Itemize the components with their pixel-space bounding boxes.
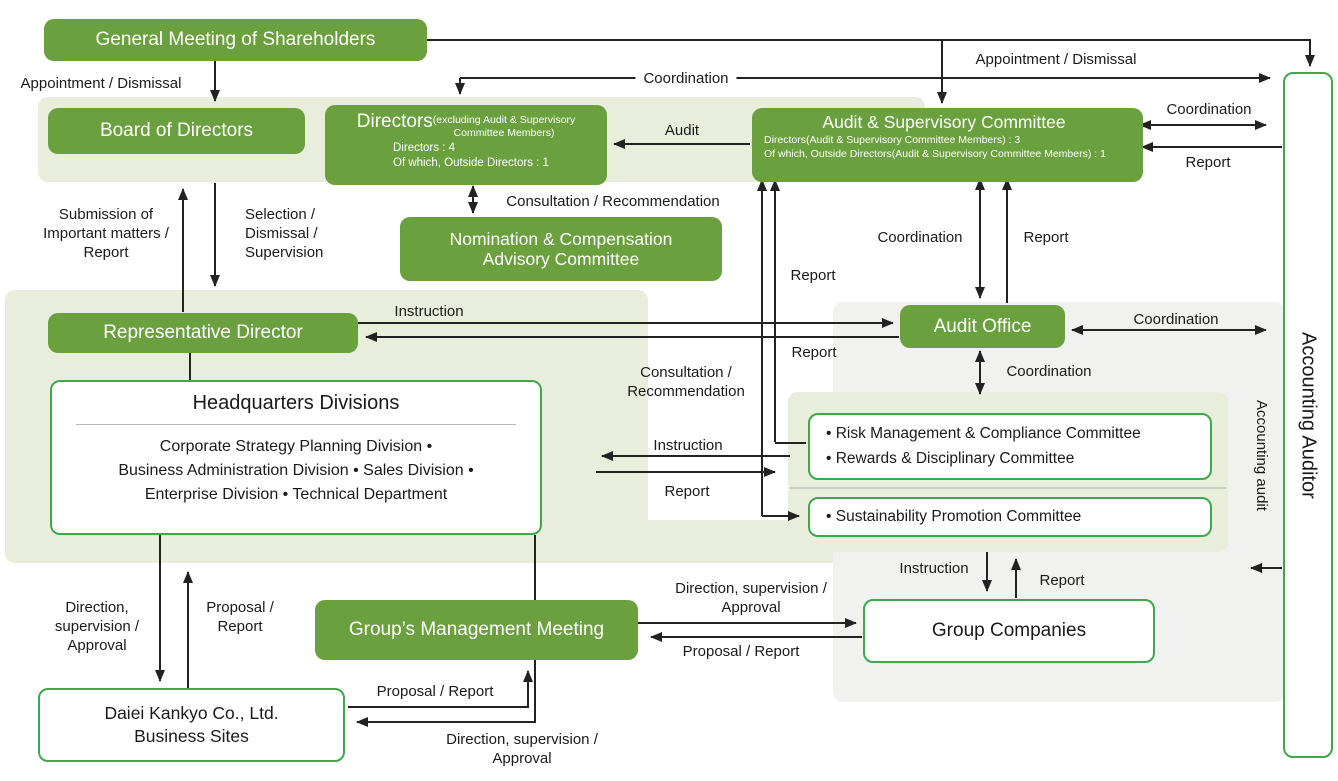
group-management-meeting-box: Group’s Management Meeting [315, 600, 638, 660]
label-report-aa-asc: Report [1185, 154, 1231, 171]
audit-committee-title: Audit & Supervisory Committee [822, 112, 1066, 132]
directors-stats: Directors : 4 Of which, Outside Director… [393, 142, 549, 170]
label-direction-gmm-sites: Direction, supervision / Approval [446, 731, 598, 768]
label-report-committees-asc: Report [790, 267, 836, 284]
label-appointment-dismissal-right: Appointment / Dismissal [975, 51, 1137, 68]
label-audit: Audit [664, 122, 700, 139]
group-companies-box: Group Companies [863, 599, 1155, 663]
headquarters-box: Headquarters Divisions Corporate Strateg… [50, 380, 542, 535]
label-proposal-sites-gmm: Proposal / Report [376, 683, 494, 700]
headquarters-divisions: Corporate Strategy Planning Division • B… [118, 438, 474, 503]
label-accounting-audit: Accounting audit [1253, 400, 1271, 511]
headquarters-divider [76, 424, 516, 425]
label-direction-gmm-groupco: Direction, supervision / Approval [675, 580, 827, 617]
accounting-auditor-label: Accounting Auditor [1297, 331, 1320, 499]
label-consultation-2line: Consultation / Recommendation [627, 364, 745, 401]
directors-title-row: Directors (excluding Audit & Supervisory… [357, 112, 575, 139]
label-report-auditoffice-repdir: Report [791, 344, 837, 361]
audit-committee-stats: Directors(Audit & Supervisory Committee … [764, 134, 1106, 160]
label-instruction-repdir: Instruction [394, 303, 464, 320]
arrow-proposal-sites-gmm [348, 670, 533, 708]
label-coordination-auditoffice-aa: Coordination [1133, 311, 1219, 328]
label-instruction-committees-groupco: Instruction [899, 560, 969, 577]
board-of-directors-box: Board of Directors [48, 108, 305, 154]
nomination-committee-box: Nomination & Compensation Advisory Commi… [400, 217, 722, 281]
label-report-groupco-committees: Report [1039, 572, 1085, 589]
risk-committees-label: • Risk Management & Compliance Committee… [826, 424, 1141, 467]
label-submission: Submission of Important matters / Report [43, 206, 169, 262]
sustainability-committee-box: • Sustainability Promotion Committee [808, 497, 1212, 537]
group-management-meeting-label: Group’s Management Meeting [348, 619, 605, 641]
label-appointment-dismissal-left: Appointment / Dismissal [20, 75, 182, 92]
business-sites-box: Daiei Kankyo Co., Ltd. Business Sites [38, 688, 345, 762]
nomination-committee-label: Nomination & Compensation Advisory Commi… [449, 228, 673, 269]
label-proposal-groupco-gmm: Proposal / Report [682, 643, 800, 660]
directors-title: Directors [356, 111, 433, 132]
label-coordination-asc-auditoffice: Coordination [877, 229, 963, 246]
label-selection: Selection / Dismissal / Supervision [245, 206, 324, 262]
general-meeting-label: General Meeting of Shareholders [95, 29, 376, 51]
label-report-hq-committees: Report [664, 483, 710, 500]
accounting-auditor-box: Accounting Auditor [1283, 72, 1333, 758]
label-coordination-auditoffice-committees: Coordination [1006, 363, 1092, 380]
group-companies-label: Group Companies [931, 620, 1087, 641]
directors-box: Directors (excluding Audit & Supervisory… [325, 105, 607, 185]
label-instruction-committees-hq: Instruction [653, 437, 723, 454]
label-consultation-top: Consultation / Recommendation [506, 193, 720, 210]
business-sites-label: Daiei Kankyo Co., Ltd. Business Sites [104, 703, 279, 746]
representative-director-box: Representative Director [48, 313, 358, 353]
arrow-gm-to-accounting-auditor [427, 39, 1315, 67]
sustainability-committee-label: • Sustainability Promotion Committee [826, 507, 1082, 525]
label-coordination-asc-aa: Coordination [1166, 101, 1252, 118]
audit-committee-box: Audit & Supervisory Committee Directors(… [752, 108, 1143, 182]
audit-office-label: Audit Office [933, 315, 1032, 337]
board-of-directors-label: Board of Directors [99, 120, 254, 142]
representative-director-label: Representative Director [103, 322, 303, 344]
label-proposal-sites-up: Proposal / Report [206, 599, 274, 636]
arrow-direction-gmm-sites [356, 535, 536, 727]
label-report-auditoffice-asc: Report [1023, 229, 1069, 246]
headquarters-title: Headquarters Divisions [192, 392, 400, 414]
directors-qualifier: (excluding Audit & Supervisory Committee… [432, 114, 576, 139]
label-direction-hq-sites: Direction, supervision / Approval [54, 599, 140, 655]
audit-office-box: Audit Office [900, 305, 1065, 348]
label-coordination-top: Coordination [635, 69, 737, 89]
committees-divider [790, 487, 1226, 489]
general-meeting-box: General Meeting of Shareholders [44, 19, 427, 61]
risk-committees-box: • Risk Management & Compliance Committee… [808, 413, 1212, 480]
